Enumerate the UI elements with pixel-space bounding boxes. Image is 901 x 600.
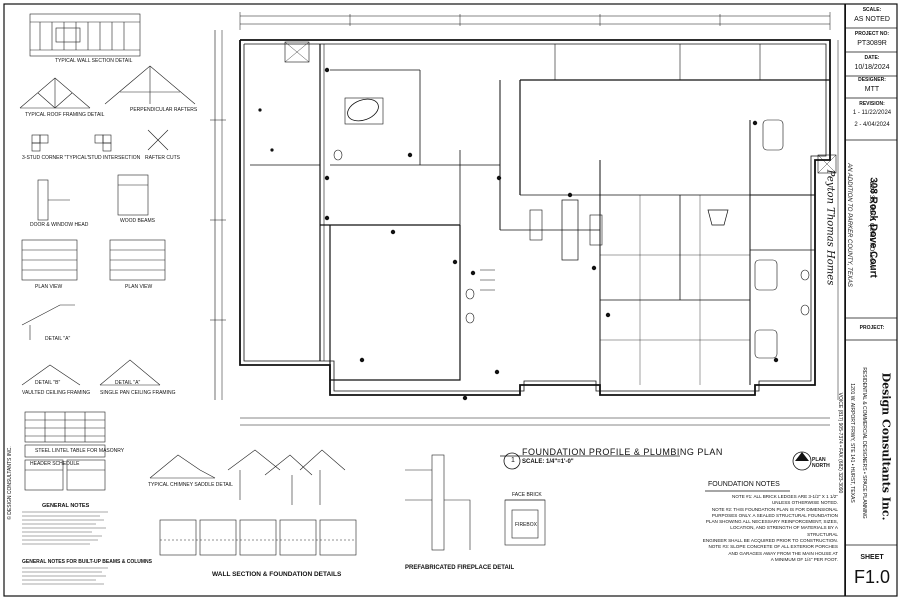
left-details	[19, 13, 196, 386]
copyright: © DESIGN CONSULTANTS INC.	[7, 446, 13, 520]
label-wall-section: TYPICAL WALL SECTION DETAIL	[55, 58, 133, 64]
north-arrow-icon	[792, 451, 812, 471]
firm-address: 1201 W. AIRPORT FRWY, STE 141 • HURST, T…	[849, 383, 855, 503]
label-perp-rafters: PERPENDICULAR RAFTERS	[130, 107, 198, 113]
label-steel-lintel: STEEL LINTEL TABLE FOR MASONRY	[35, 448, 125, 454]
foundation-note-line: UNLESS OTHERWISE NOTED.	[771, 500, 838, 506]
title-block-lines	[845, 27, 897, 546]
label-detail-a2: DETAIL "A"	[115, 380, 141, 386]
foundation-notes: NOTE #1: ALL BRICK LEDGES ARE 3-1/2" X 1…	[700, 494, 838, 563]
firm-tagline: RESIDENTIAL & COMMERCIAL DESIGNERS • SPA…	[861, 367, 867, 519]
bottom-details	[149, 449, 546, 556]
label-detail-a: DETAIL "A"	[45, 336, 71, 342]
label-plan-view-2: PLAN VIEW	[125, 284, 153, 290]
foundation-note-line: A MINIMUM OF 1/4" PER FOOT.	[770, 556, 838, 562]
label-vaulted: VAULTED CEILING FRAMING	[22, 390, 91, 396]
wall-section-title: WALL SECTION & FOUNDATION DETAILS	[212, 571, 342, 578]
label-wood-beams: WOOD BEAMS	[120, 218, 156, 224]
label-chimney-saddle: TYPICAL CHIMNEY SADDLE DETAIL	[148, 482, 233, 488]
north-label: PLAN NORTH	[812, 457, 830, 469]
label-3stud: 3-STUD CORNER "TYPICAL"	[22, 155, 89, 161]
label-detail-b: DETAIL "B"	[35, 380, 61, 386]
sheet-value: F1.0	[853, 567, 891, 587]
foundation-note-line: NOTE #3: SLOPE CONCRETE OF ALL EXTERIOR …	[708, 544, 838, 550]
plumbing-points	[258, 67, 779, 401]
lot-info: LOT 38, BLK 1 QUAIL HOLLOW	[868, 181, 874, 269]
revision-2: 2 - 4/04/2024	[854, 122, 890, 128]
label-stud-intersection: STUD INTERSECTION	[88, 155, 141, 161]
beam-notes-title: GENERAL NOTES FOR BUILT-UP BEAMS & COLUM…	[22, 559, 153, 565]
fireplace-detail-title: PREFABRICATED FIREPLACE DETAIL	[405, 565, 515, 571]
foundation-plan	[210, 12, 839, 426]
label-rafter-cuts: RAFTER CUTS	[145, 155, 180, 161]
plan-scale: SCALE: 1/4"=1'-0"	[522, 459, 574, 465]
project-no-value: PT3089R	[857, 40, 887, 47]
date-label: DATE:	[864, 55, 880, 61]
label-roof-framing: TYPICAL ROOF FRAMING DETAIL	[25, 112, 105, 118]
revision-label: REVISION:	[859, 101, 885, 107]
label-door-window: DOOR & WINDOW HEAD	[30, 222, 89, 228]
firm-name: Design Consultants Inc.	[879, 372, 893, 521]
foundation-note-line: PURPOSES ONLY. A SEALED STRUCTURAL FOUND…	[711, 512, 838, 518]
addition-info: AN ADDITION TO PARKER COUNTY, TEXAS	[846, 163, 852, 287]
scale-value: AS NOTED	[854, 16, 890, 23]
project-label: PROJECT:	[859, 325, 885, 331]
designer-label: DESIGNER:	[858, 77, 886, 83]
foundation-note-line: LOCATION, AND STRENGTH OF MATERIALS BY A…	[730, 525, 838, 537]
plan-title: FOUNDATION PROFILE & PLUMBING PLAN	[522, 447, 723, 457]
label-header-schedule: HEADER SCHEDULE	[30, 461, 80, 467]
general-notes-title: GENERAL NOTES	[42, 503, 90, 509]
foundation-notes-title: FOUNDATION NOTES	[708, 481, 780, 488]
project-no-label: PROJECT NO:	[854, 31, 890, 37]
label-firebox: FIREBOX	[515, 522, 537, 528]
foundation-note-line: PLAN SHOWING ALL NECESSARY REINFORCEMENT…	[705, 519, 838, 525]
schedule-tables	[24, 411, 106, 491]
label-plan-view-1: PLAN VIEW	[35, 284, 63, 290]
label-single-pan: SINGLE PAN CEILING FRAMING	[100, 390, 176, 396]
designer-value: MTT	[864, 86, 880, 93]
sheet-label: SHEET	[860, 554, 884, 561]
revision-1: 1 - 11/22/2024	[852, 110, 892, 116]
title-block: SCALE: AS NOTED PROJECT NO: PT3089R DATE…	[845, 4, 898, 596]
foundation-note-line: NOTE #1: ALL BRICK LEDGES ARE 3-1/2" X 1…	[732, 494, 838, 499]
date-value: 10/18/2024	[854, 64, 890, 71]
plan-number: 1	[511, 457, 515, 464]
foundation-note-line: ENGINEER SHALL BE ACQUIRED PRIOR TO CONS…	[702, 538, 838, 544]
foundation-note-line: AND GARAGES AWAY FROM THE MAIN HOUSE AT	[728, 550, 838, 556]
label-face-brick: FACE BRICK	[512, 492, 542, 498]
scale-label: SCALE:	[862, 7, 882, 13]
builder-name: Peyton Thomas Homes	[824, 169, 836, 286]
general-notes-text	[22, 511, 108, 585]
foundation-note-line: NOTE #2: THIS FOUNDATION PLAN IS FOR DIM…	[711, 506, 838, 512]
plan-number-circle	[503, 452, 521, 470]
